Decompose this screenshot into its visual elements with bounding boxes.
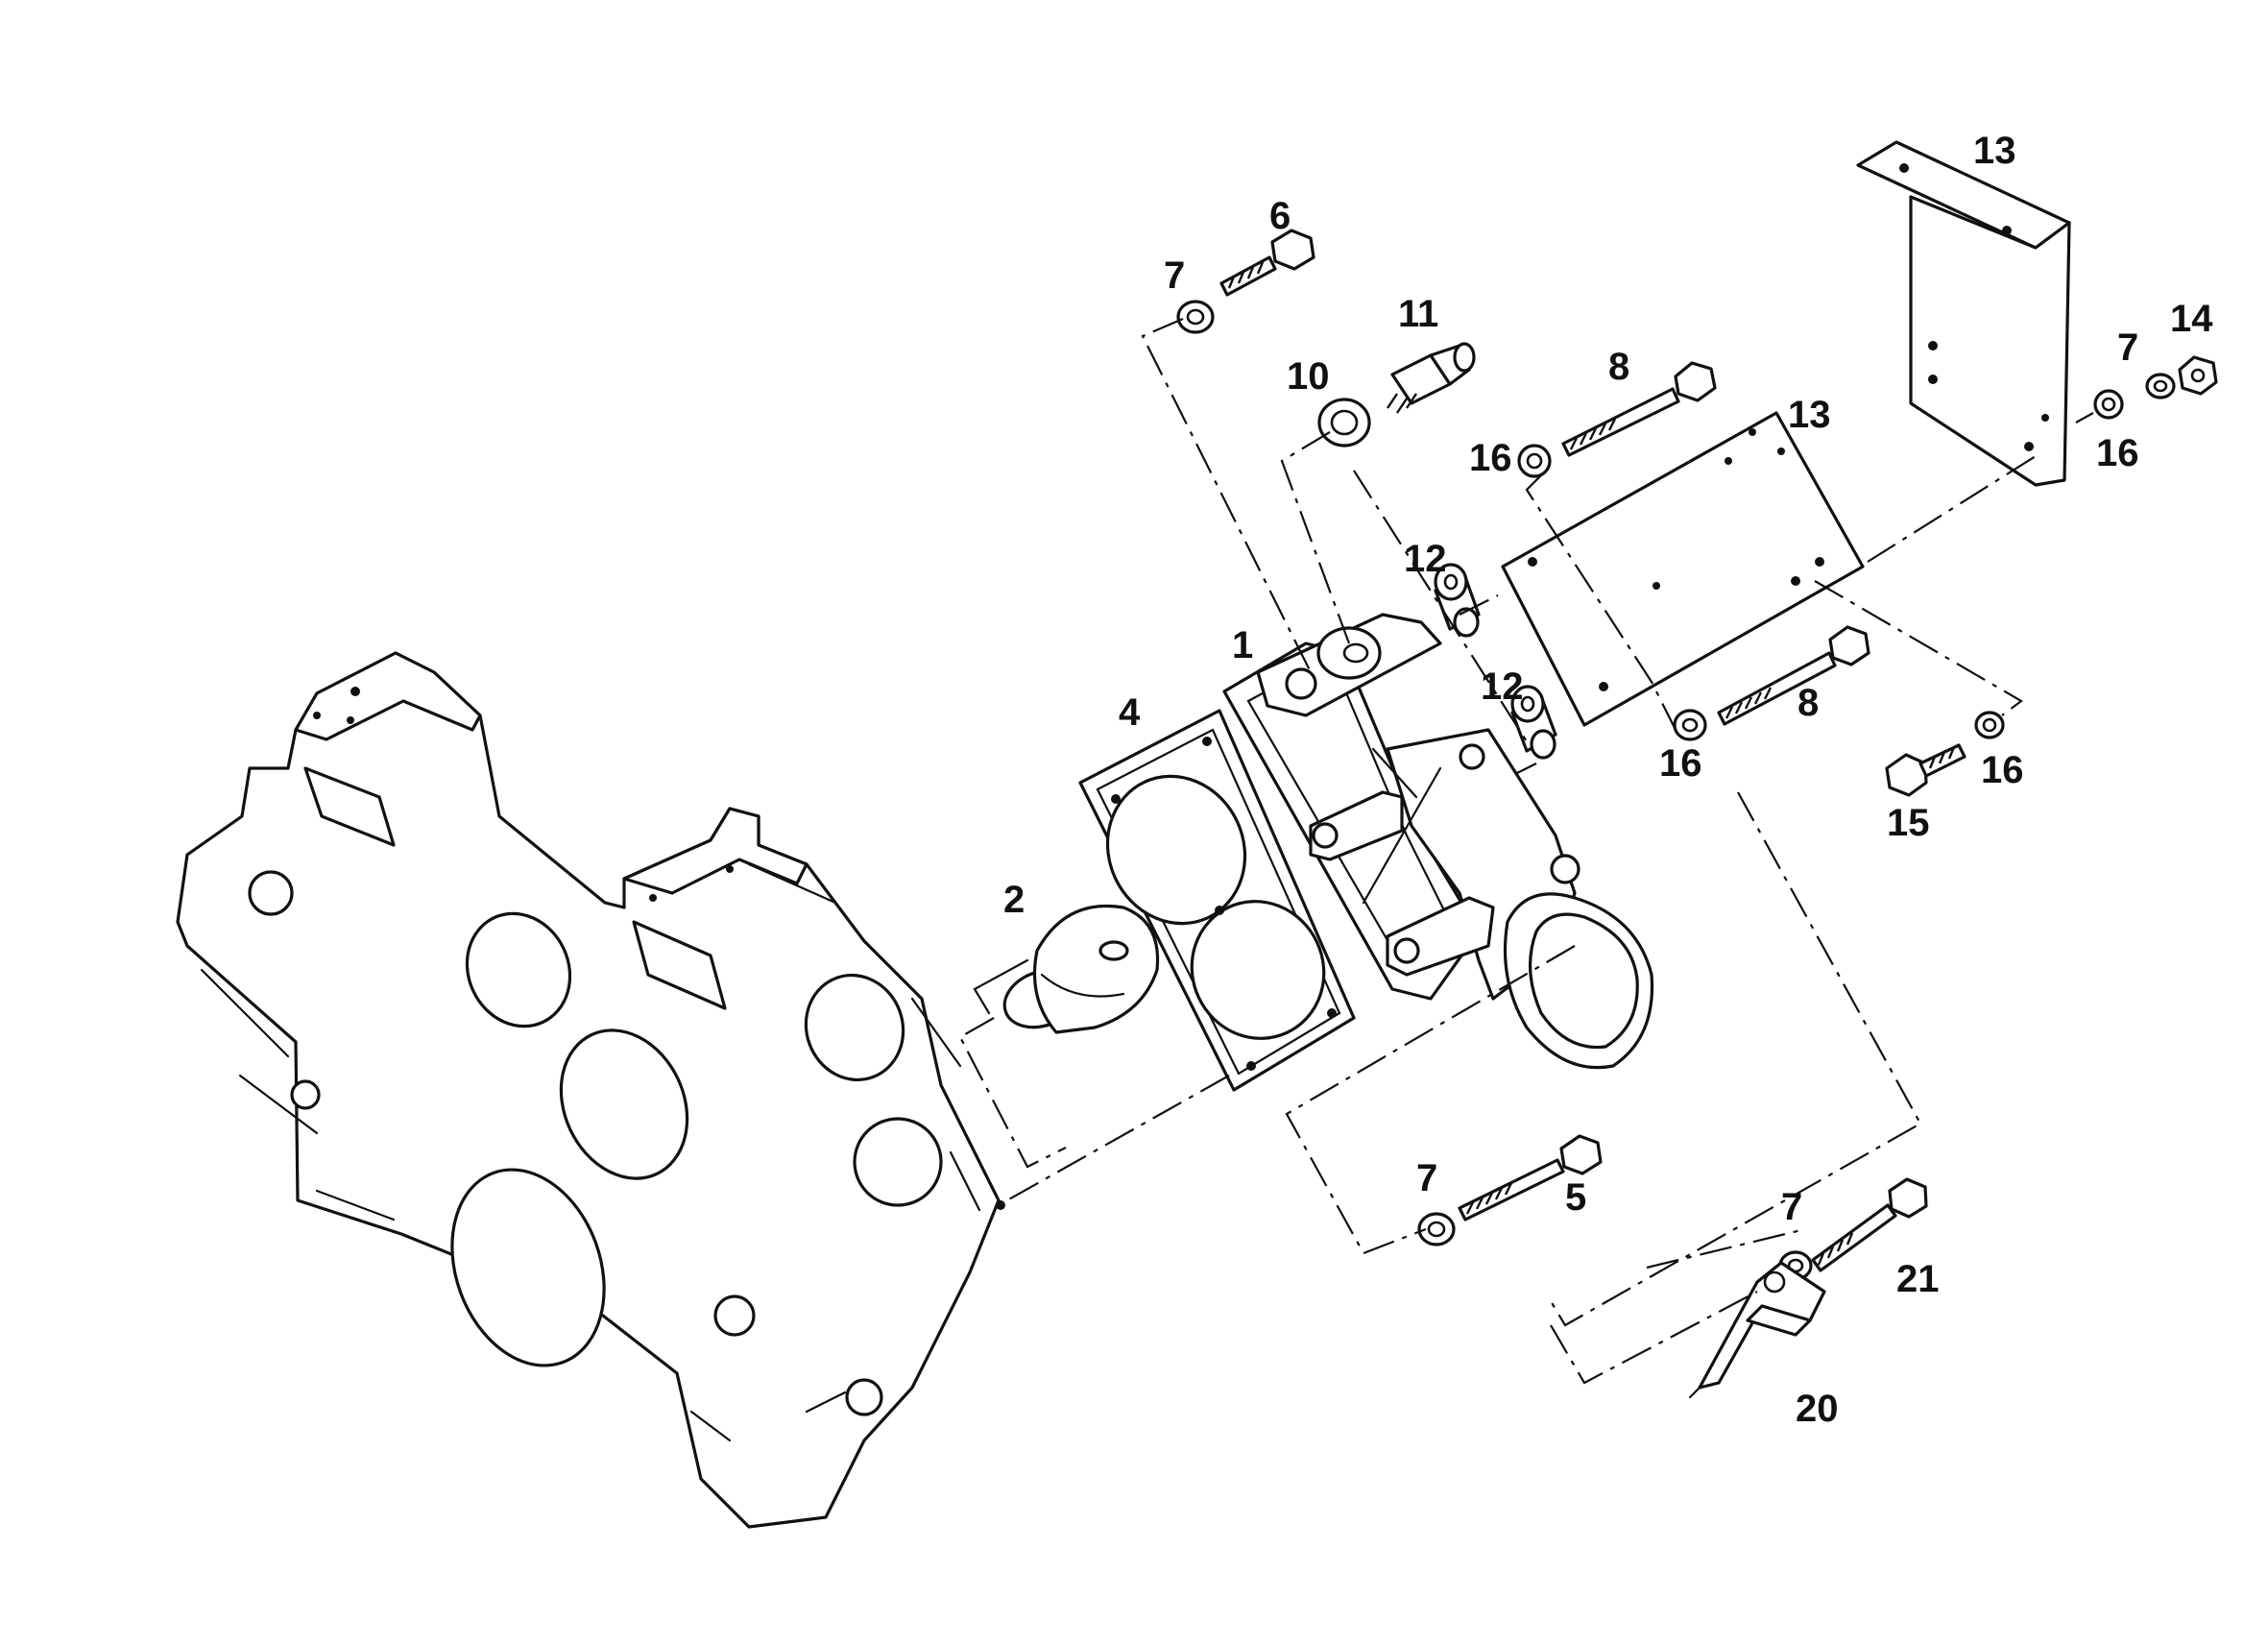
callout-7: 7: [1164, 254, 1185, 297]
callout-15: 15: [1887, 802, 1930, 844]
callout-6: 6: [1269, 195, 1291, 237]
callout-11: 11: [1398, 293, 1438, 335]
callout-1: 1: [1232, 624, 1253, 666]
part-callouts: 6 7 11 10 8 16 13 13 14 7 16 12 12 1 4 8…: [1003, 130, 2213, 1430]
part-15-bolt: [1885, 743, 1966, 797]
callout-20: 20: [1796, 1388, 1839, 1430]
part-21-bolt: [1811, 1177, 1928, 1272]
part-11-sensor: [1387, 342, 1476, 414]
callout-16: 16: [1469, 437, 1512, 479]
callout-4: 4: [1119, 691, 1141, 734]
part-16-washer-c: [1673, 709, 1707, 741]
callout-7: 7: [2117, 327, 2138, 369]
callout-13: 13: [1973, 130, 2016, 172]
callout-14: 14: [2170, 298, 2213, 340]
housing-bolt-holes: [313, 687, 1005, 1210]
callout-16: 16: [2096, 432, 2139, 474]
part-7-washer-a: [1176, 300, 1215, 334]
callout-21: 21: [1896, 1258, 1940, 1300]
assembly-leader-lines: [958, 317, 2094, 1385]
callout-16: 16: [1981, 749, 2024, 791]
part-1-thermostat-housing: [1222, 613, 1654, 1070]
callout-7: 7: [1416, 1157, 1437, 1199]
part-10-seal-ring: [1317, 398, 1371, 448]
callout-12: 12: [1481, 665, 1524, 708]
part-16-washer-d: [1974, 711, 2005, 739]
timing-housing: [176, 651, 1005, 1529]
part-16-washer-a: [1517, 444, 1552, 478]
part-13-bracket-plate: [1501, 411, 1865, 727]
callout-5: 5: [1565, 1176, 1586, 1219]
callout-10: 10: [1287, 355, 1330, 398]
part-6-bolt: [1219, 229, 1315, 297]
callout-2: 2: [1003, 879, 1025, 921]
part-16-washer-b: [2093, 389, 2124, 420]
part-8-bolt-upper: [1561, 361, 1717, 457]
callout-16: 16: [1659, 742, 1702, 785]
callout-8: 8: [1608, 346, 1629, 388]
callout-7: 7: [1781, 1186, 1802, 1228]
part-8-bolt-lower: [1717, 625, 1870, 726]
part-20-clip-bracket: [1688, 1261, 1826, 1399]
part-4-gasket: [1078, 709, 1356, 1092]
callout-13: 13: [1788, 394, 1831, 436]
part-2-thermostat: [1002, 904, 1160, 1034]
part-7-washer-c: [1417, 1212, 1456, 1246]
part-13-angle-bracket: [1856, 140, 2071, 487]
part-7-washer-b: [2145, 373, 2176, 399]
callout-12: 12: [1404, 538, 1447, 580]
callout-8: 8: [1798, 682, 1819, 724]
part-14-nut: [2178, 355, 2218, 396]
part-5-bolt: [1458, 1134, 1603, 1222]
